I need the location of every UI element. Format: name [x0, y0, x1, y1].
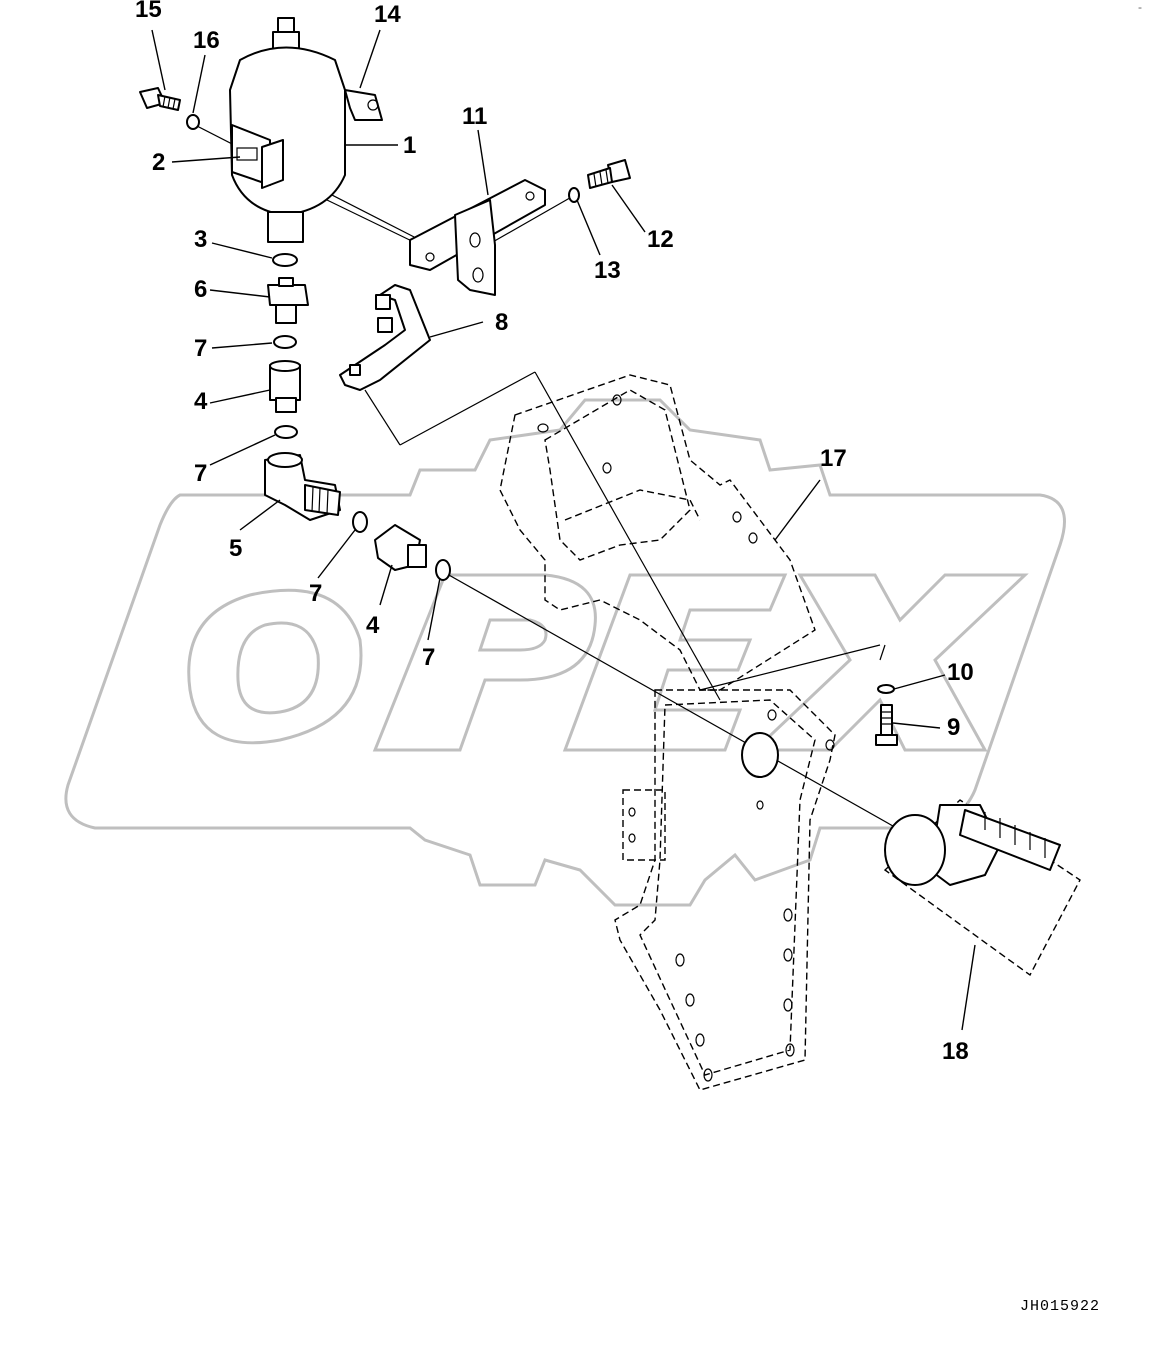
callout-13: 13 [594, 257, 621, 284]
drawing-code: JH015922 [1020, 1298, 1101, 1315]
callout-8: 8 [495, 309, 508, 336]
callout-18: 18 [942, 1038, 969, 1065]
bracket-8 [339, 284, 431, 391]
accumulator [229, 17, 383, 243]
watermark-gear [64, 398, 1066, 907]
callout-11: 11 [462, 103, 487, 130]
callout-16: 16 [193, 27, 220, 54]
callout-3: 3 [194, 226, 207, 253]
frame-bracket [499, 374, 836, 1091]
corner-mark: - [1138, 0, 1142, 14]
fitting-4a [269, 360, 301, 413]
bolt-12 [587, 159, 631, 189]
callout-5: 5 [229, 535, 242, 562]
callout-17: 17 [820, 445, 847, 472]
leader-lines [151, 29, 976, 1031]
bracket-11 [409, 179, 546, 296]
washer-16 [186, 114, 200, 130]
fitting-4b [374, 524, 427, 571]
callout-15: 15 [135, 0, 162, 23]
valve-block [883, 799, 1081, 977]
callout-6: 6 [194, 276, 207, 303]
callout-2: 2 [152, 149, 165, 176]
washer-10 [877, 684, 895, 694]
o-ring-7b [274, 425, 298, 439]
callout-7b: 7 [194, 460, 207, 487]
o-ring-7d [435, 559, 451, 581]
callout-labels: 15 16 14 1 2 11 3 12 13 6 8 7 4 7 5 7 4 … [135, 0, 974, 1065]
callout-10: 10 [947, 659, 974, 686]
callout-7c: 7 [309, 580, 322, 607]
callout-7d: 7 [422, 644, 435, 671]
o-ring-7a [273, 335, 297, 349]
callout-12: 12 [647, 226, 674, 253]
bolt-15 [139, 87, 181, 111]
callout-4a: 4 [194, 388, 208, 415]
washer-13 [568, 187, 580, 203]
o-ring-3 [272, 253, 298, 267]
callout-9: 9 [947, 714, 960, 741]
callout-14: 14 [374, 1, 401, 28]
elbow-5 [264, 452, 341, 521]
callout-1: 1 [403, 132, 416, 159]
o-ring-7c [352, 511, 368, 533]
callout-7a: 7 [194, 335, 207, 362]
callout-4b: 4 [366, 612, 380, 639]
bolt-9 [875, 704, 898, 746]
adapter-6 [267, 277, 309, 324]
